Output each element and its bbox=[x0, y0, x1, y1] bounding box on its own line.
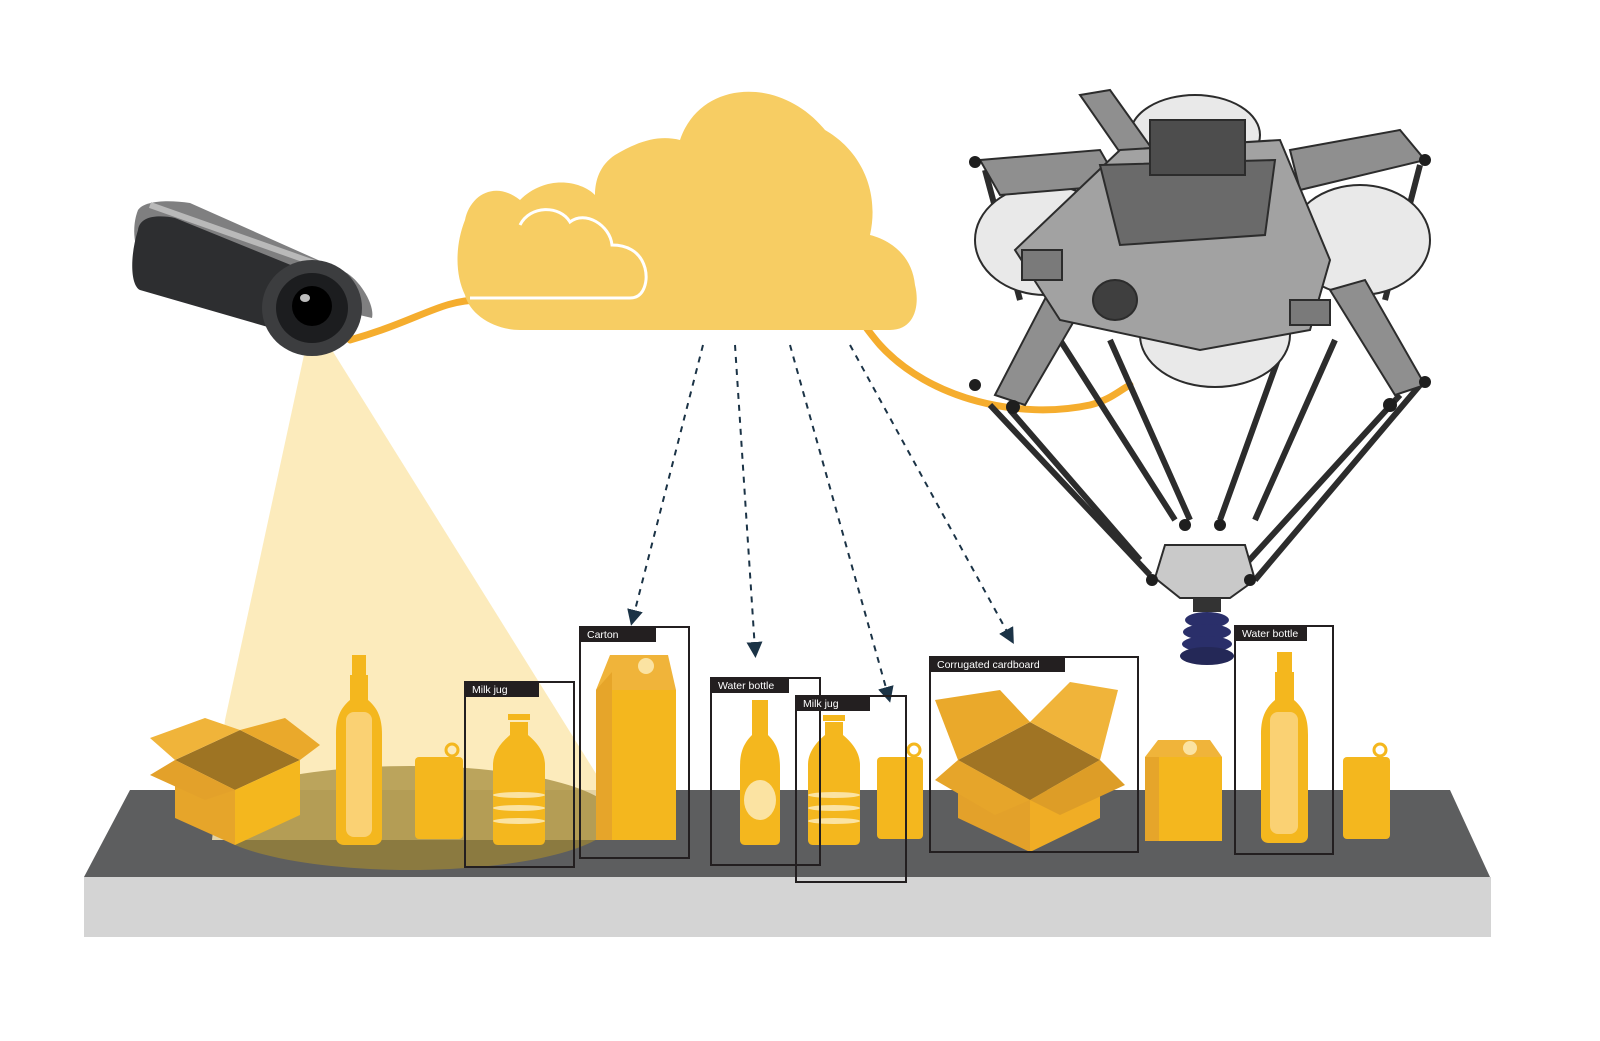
suction-cup-icon bbox=[1180, 612, 1234, 665]
detection-boxes: Milk jug Carton Water bottle Milk jug Co… bbox=[464, 625, 1334, 883]
detection-label: Corrugated cardboard bbox=[937, 659, 1040, 671]
carton-icon bbox=[1145, 740, 1222, 841]
open-box-icon bbox=[935, 682, 1125, 852]
detection-label: Water bottle bbox=[718, 680, 774, 692]
detection-label: Water bottle bbox=[1242, 628, 1298, 640]
detection-box-milk-jug: Milk jug bbox=[464, 681, 575, 868]
can-icon bbox=[877, 742, 923, 839]
milk-jug-icon bbox=[808, 715, 860, 845]
bottle-icon bbox=[740, 700, 780, 845]
milk-jug-icon bbox=[493, 714, 545, 845]
detection-label: Milk jug bbox=[803, 698, 839, 710]
open-box-icon bbox=[150, 718, 320, 845]
detection-box-water-bottle: Water bottle bbox=[710, 677, 821, 866]
bottle-icon bbox=[336, 655, 382, 845]
conveyor-objects bbox=[150, 652, 1390, 852]
can-icon bbox=[415, 742, 463, 839]
delta-robot-icon bbox=[969, 88, 1431, 665]
detection-box-water-bottle: Water bottle bbox=[1234, 625, 1334, 855]
can-icon bbox=[1343, 742, 1390, 839]
detection-label: Milk jug bbox=[472, 684, 508, 696]
carton-icon bbox=[596, 655, 676, 840]
cloud-icon bbox=[457, 91, 917, 330]
inference-arrows bbox=[627, 344, 1014, 703]
detection-box-corrugated-cardboard: Corrugated cardboard bbox=[929, 656, 1139, 853]
bottle-icon bbox=[1261, 652, 1308, 843]
detection-box-milk-jug: Milk jug bbox=[795, 695, 907, 883]
detection-box-carton: Carton bbox=[579, 626, 690, 859]
security-camera-icon bbox=[132, 201, 373, 356]
detection-label: Carton bbox=[587, 629, 619, 641]
